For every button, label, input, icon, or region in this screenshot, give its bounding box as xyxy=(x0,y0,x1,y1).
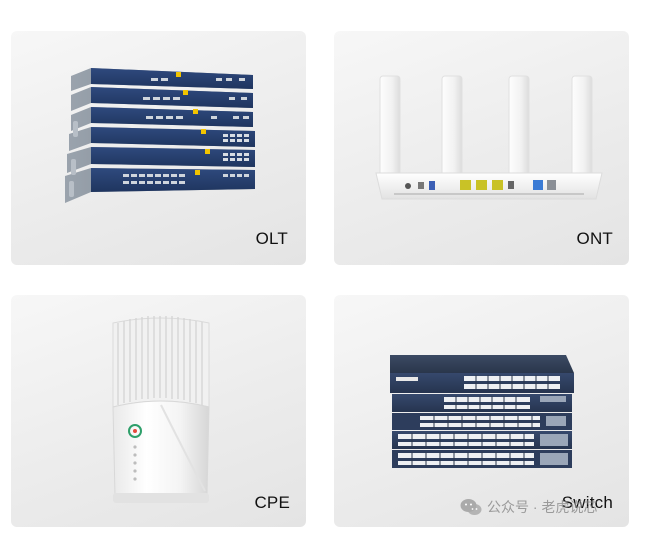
product-label-olt: OLT xyxy=(255,229,288,248)
olt-device-image xyxy=(65,68,255,203)
product-card-ont[interactable]: ONT xyxy=(334,31,629,265)
product-card-olt[interactable]: OLT xyxy=(11,31,306,265)
product-card-cpe[interactable]: CPE xyxy=(11,295,306,527)
cpe-device-image xyxy=(112,316,210,503)
product-label-switch: Switch xyxy=(561,493,613,512)
ont-device-image xyxy=(375,75,603,200)
product-label-ont: ONT xyxy=(576,229,613,248)
product-label-cpe: CPE xyxy=(254,493,290,512)
switch-device-image xyxy=(390,355,574,468)
product-card-switch[interactable]: Switch xyxy=(334,295,629,527)
